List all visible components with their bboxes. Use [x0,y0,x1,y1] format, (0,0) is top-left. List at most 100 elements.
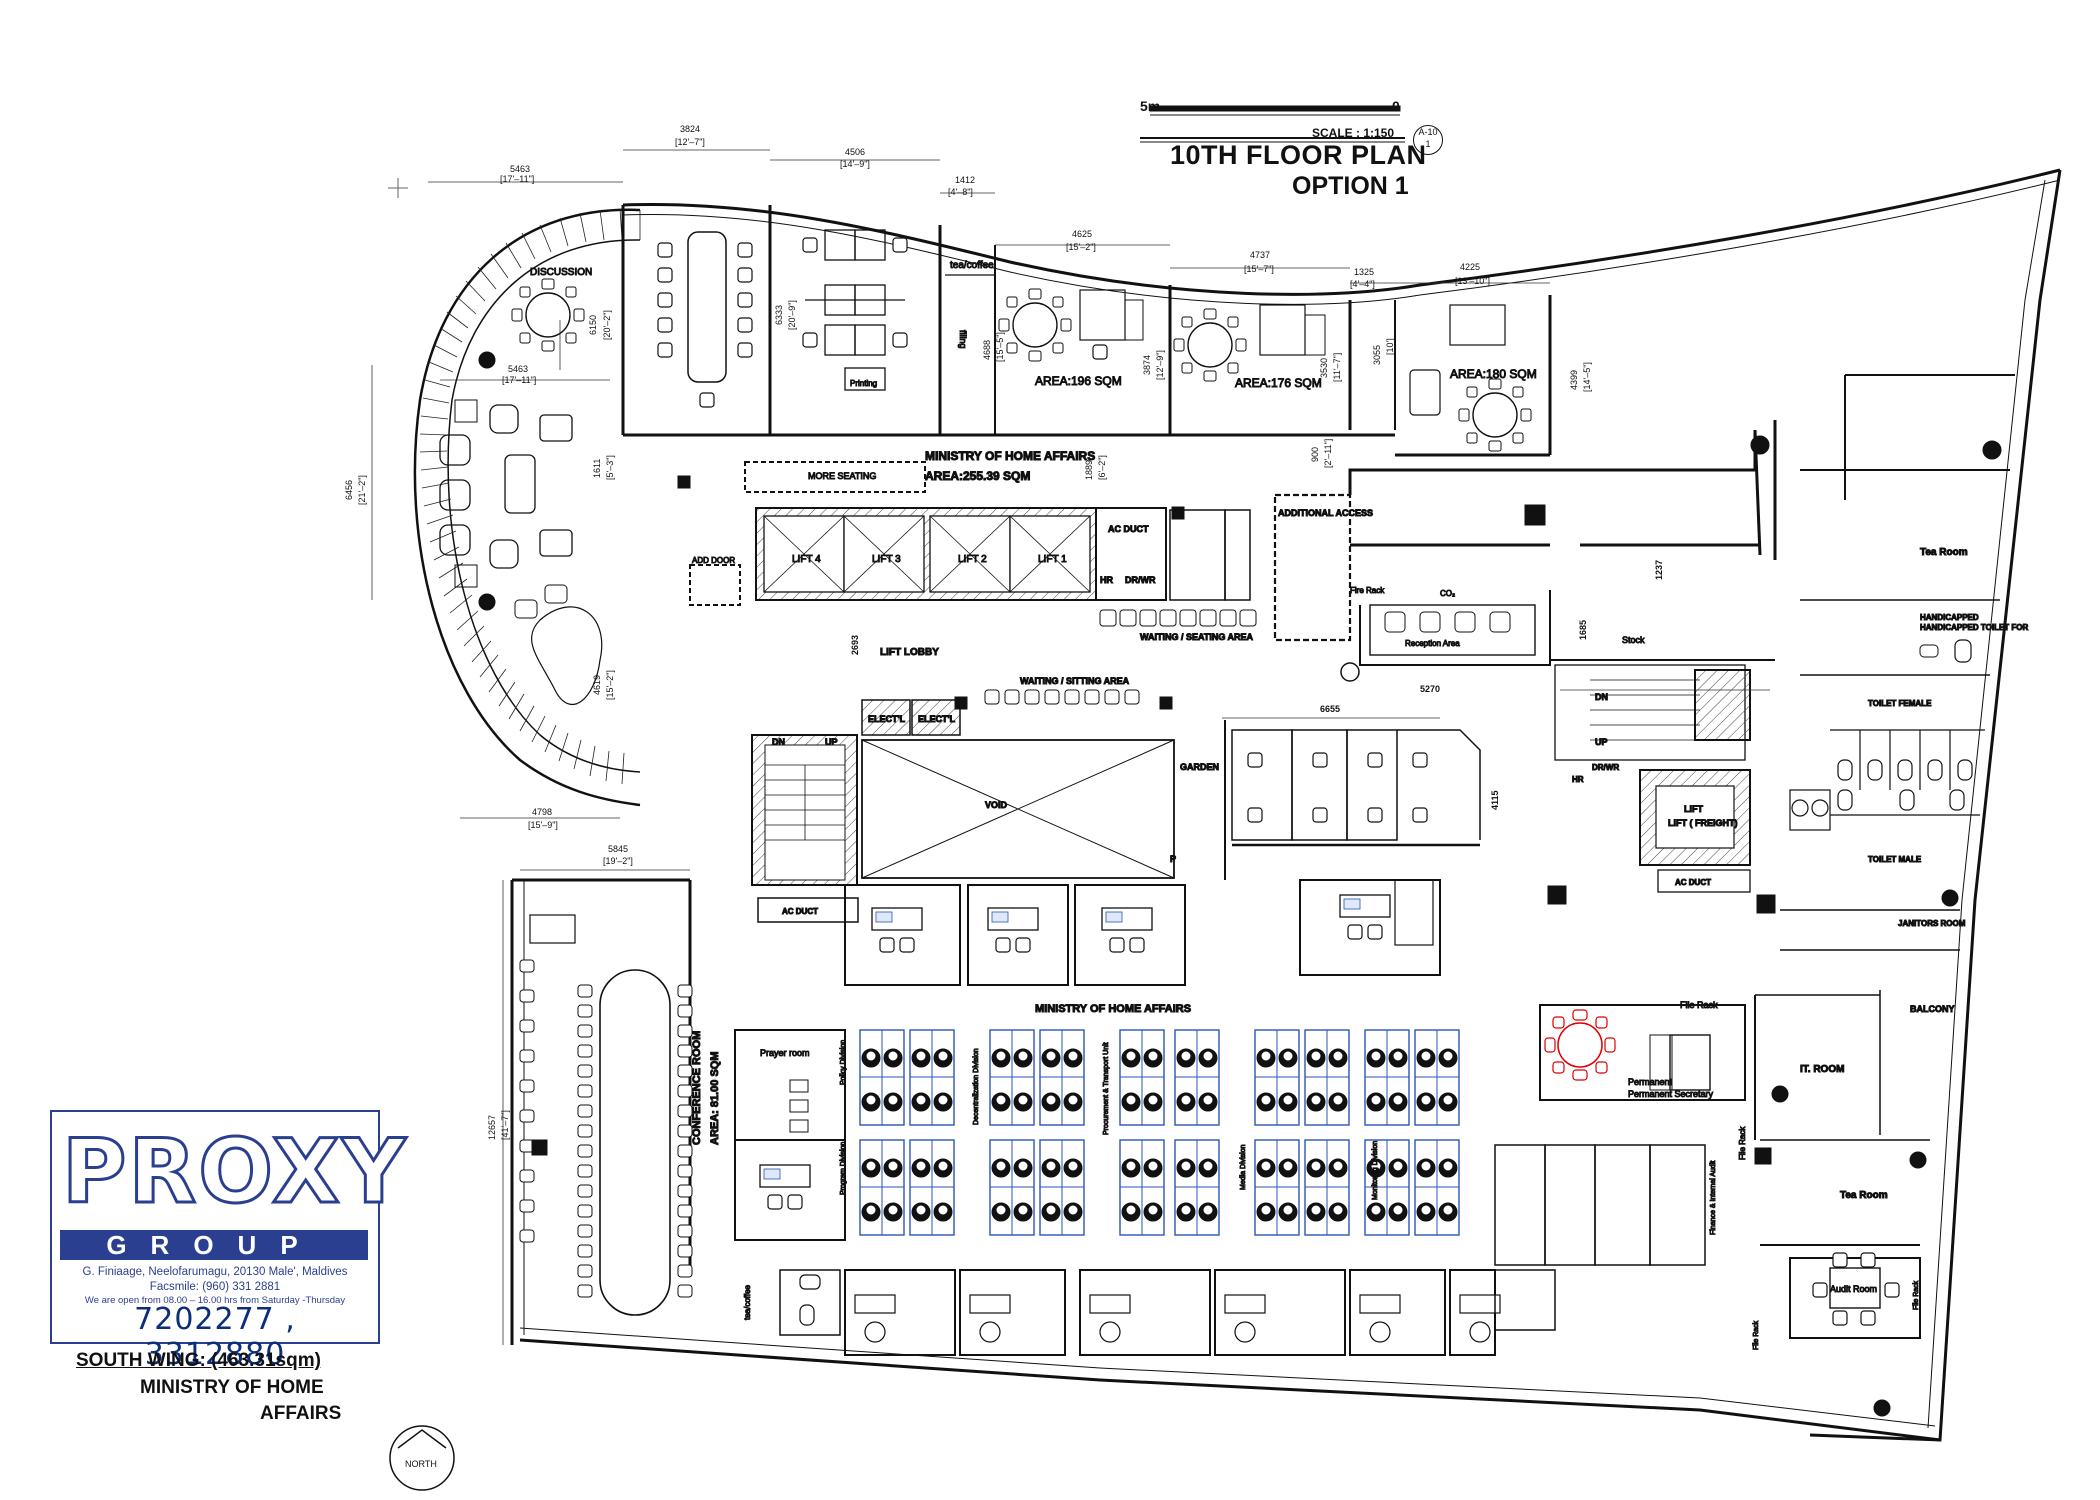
handicapped-toilet-label: HANDICAPPED TOILET FOR [1920,623,2029,632]
company-address: G. Finiaage, Neelofarumagu, 20130 Male',… [82,1266,348,1278]
east-facade [1809,169,2062,1442]
dim-5845-imp: [19'–2"] [603,856,633,866]
scale-label: SCALE : 1:150 [1312,126,1395,140]
conference-chair [677,1164,693,1178]
add-door-label: ADD DOOR [692,556,735,565]
reception-label: Reception Area [1405,639,1460,648]
discussion-label: DISCUSSION [530,267,592,278]
additional-access-label: ADDITIONAL ACCESS [1278,508,1373,518]
north-arrow: NORTH [389,1425,455,1491]
fire-rack-top-label: Fire Rack [1350,586,1385,595]
dim-900: 900 [1310,447,1320,462]
dim-1611: 1611 [592,459,602,478]
procurement-unit-label: Procurement & Transport Unit [1103,1042,1110,1135]
workstation-cluster [1304,1029,1350,1126]
dim-3055-imp: [10'] [1385,338,1395,355]
dim-1889: 1889 [1084,460,1094,480]
dim-4399-imp: [14'–5"] [1582,362,1592,392]
dim-4625: 4625 [1072,229,1092,239]
dim-4619-imp: [15'–2"] [605,670,615,700]
file-rack-audit-label: File Rack [1913,1280,1920,1310]
filing-label: filing [958,330,968,349]
dim-6456: 6456 [344,480,354,500]
finance-audit-label: Finance & Internal Audit [1710,1161,1717,1235]
area-176-label: AREA:176 SQM [1235,376,1322,390]
dim-4619: 4619 [592,675,602,695]
workstation-cluster [1174,1139,1220,1236]
conference-chair [577,1104,593,1118]
workstation-cluster [989,1029,1035,1126]
workstation-cluster [1364,1029,1410,1126]
cabin [959,1269,1066,1356]
workstation-cluster [1174,1029,1220,1126]
file-rack-ps-label: File Rack [1680,1000,1718,1010]
dim-4225-imp: [13'–10"] [1455,276,1490,286]
drwr-label: DR/WR [1125,575,1156,585]
conference-chair [577,1184,593,1198]
tea-coffee-south-label: tea/coffee [743,1284,752,1320]
east-stair-dn-label: DN [1595,692,1608,702]
outer-shell [510,168,2062,1442]
tea-room-top-label: Tea Room [1920,547,1968,558]
dim-1325: 1325 [1354,267,1374,277]
conference-chair [577,1264,593,1278]
side-chair [519,1049,535,1063]
side-chair [519,1169,535,1183]
conference-chair [577,1124,593,1138]
conference-chair [577,984,593,998]
south-wing: CONFERENCE ROOM AREA: 81.00 SQM Prayer r… [519,729,1930,1417]
east-drwr-label: DR/WR [1592,763,1619,772]
workstation-cluster [1119,1029,1165,1126]
dim-5463a-imp: [17'–11"] [500,174,534,184]
conference-chair [677,1184,693,1198]
sheet-ref-top: A-10 [1418,127,1438,137]
ministry-south-label: MINISTRY OF HOME AFFAIRS [1035,1003,1191,1015]
workstation-cluster [909,1029,955,1126]
ac-duct-top-label: AC DUCT [1108,524,1149,534]
dim-4115: 4115 [1490,790,1500,810]
waiting-seating-label: WAITING / SEATING AREA [1140,632,1254,642]
dim-4506: 4506 [845,147,865,157]
toilet-male-label: TOILET MALE [1868,855,1922,864]
conference-chair [677,1024,693,1038]
lift-freight-label-1: LIFT [1684,804,1703,814]
workstation-cluster [1414,1139,1460,1236]
workstation-cluster [1039,1029,1085,1126]
ps-meeting-table [1544,1009,1616,1081]
dim-2693: 2693 [850,635,860,655]
dim-1325-imp: [4'–4"] [1350,279,1375,289]
hr-label: HR [1100,575,1113,585]
permanent-secretary-label-1: Permanent [1628,1077,1673,1087]
dim-3055: 3055 [1372,345,1382,365]
dim-3874: 3874 [1142,355,1152,375]
dim-4399: 4399 [1569,370,1579,390]
conference-chair [677,1244,693,1258]
dim-5463b-imp: [17'–11"] [502,375,536,385]
north-facade [622,168,2061,296]
stair-dn-label: DN [772,737,785,747]
policy-division-label: Policy Division [840,1040,847,1085]
conference-chair [577,1284,593,1298]
conference-chair [677,1224,693,1238]
east-hr-label: HR [1572,775,1584,784]
void-label: VOID [985,800,1008,810]
dim-4737-imp: [15'–7"] [1244,264,1274,274]
dimensions [371,149,1770,1345]
handicapped-toilet-label-1: HANDICAPPED [1920,613,1979,622]
company-phones: 7202277 , 3312880 [134,1302,296,1372]
dim-6333: 6333 [774,305,784,325]
company-group: GROUP [106,1230,322,1260]
dim-6333-imp: [20'–9"] [787,300,797,330]
workstation-cluster [1414,1029,1460,1126]
dim-1611-imp: [5'–3"] [605,455,615,480]
more-seating-label: MORE SEATING [808,471,876,481]
garden-label: GARDEN [1180,762,1219,772]
scale-bar [1140,105,1405,143]
conference-chair [677,1144,693,1158]
conference-chair [577,1064,593,1078]
stair-up-label: UP [825,737,838,747]
dim-4798-imp: [15'–9"] [528,820,558,830]
janitors-room-label: JANITORS ROOM [1898,919,1966,928]
dim-5270: 5270 [1420,684,1440,694]
